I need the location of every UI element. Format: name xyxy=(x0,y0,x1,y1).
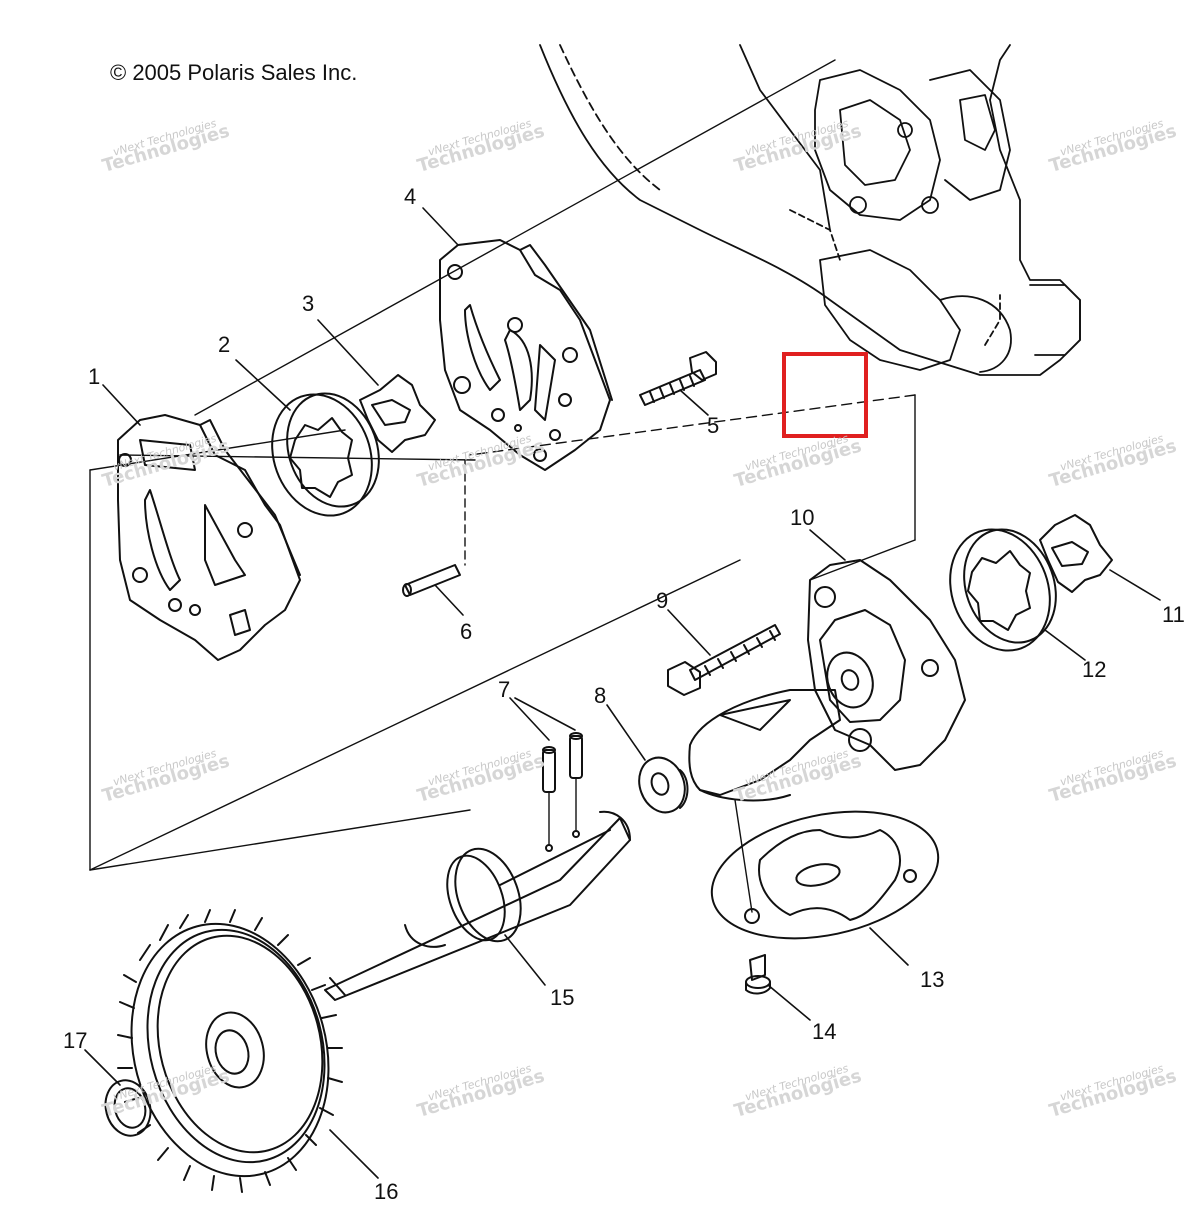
part-12-outer-rotor xyxy=(934,515,1071,664)
part-17-o-ring xyxy=(100,1075,157,1140)
part-15-shaft xyxy=(325,812,630,1000)
part-7-pins xyxy=(543,733,582,845)
callout-17: 17 xyxy=(63,1028,88,1053)
callout-16: 16 xyxy=(374,1179,399,1204)
leader-lines xyxy=(85,208,1160,1178)
part-16-drive-gear xyxy=(104,902,356,1199)
callout-4: 4 xyxy=(404,184,417,209)
callout-14: 14 xyxy=(812,1019,837,1044)
highlight-box xyxy=(782,352,868,438)
part-3-inner-rotor xyxy=(360,375,435,452)
part-11-inner-rotor xyxy=(1040,515,1112,592)
part-8-washer xyxy=(632,751,692,819)
assembly-guide-lines xyxy=(90,60,915,870)
callout-2: 2 xyxy=(218,332,231,357)
callout-9: 9 xyxy=(656,588,669,613)
part-4-pump-cover xyxy=(440,240,612,470)
callout-10: 10 xyxy=(790,505,815,530)
callout-8: 8 xyxy=(594,683,607,708)
callout-15: 15 xyxy=(550,985,575,1010)
crankcase-housing xyxy=(540,45,1080,375)
callout-11: 11 xyxy=(1162,602,1185,627)
part-5-bolt xyxy=(640,352,716,405)
callout-1: 1 xyxy=(88,364,101,389)
callout-5: 5 xyxy=(707,413,720,438)
part-9-long-bolt xyxy=(668,625,780,695)
part-6-dowel-pin xyxy=(403,565,460,596)
copyright-notice: © 2005 Polaris Sales Inc. xyxy=(110,60,358,85)
callout-12: 12 xyxy=(1082,657,1107,682)
part-2-outer-rotor xyxy=(256,380,394,529)
callout-7: 7 xyxy=(498,677,511,702)
part-1-pump-plate xyxy=(118,415,300,660)
part-14-screw xyxy=(746,955,770,994)
callout-3: 3 xyxy=(302,291,315,316)
callout-6: 6 xyxy=(460,619,473,644)
part-13-gasket xyxy=(700,792,950,957)
callout-13: 13 xyxy=(920,967,945,992)
part-10-pump-housing xyxy=(689,560,965,800)
